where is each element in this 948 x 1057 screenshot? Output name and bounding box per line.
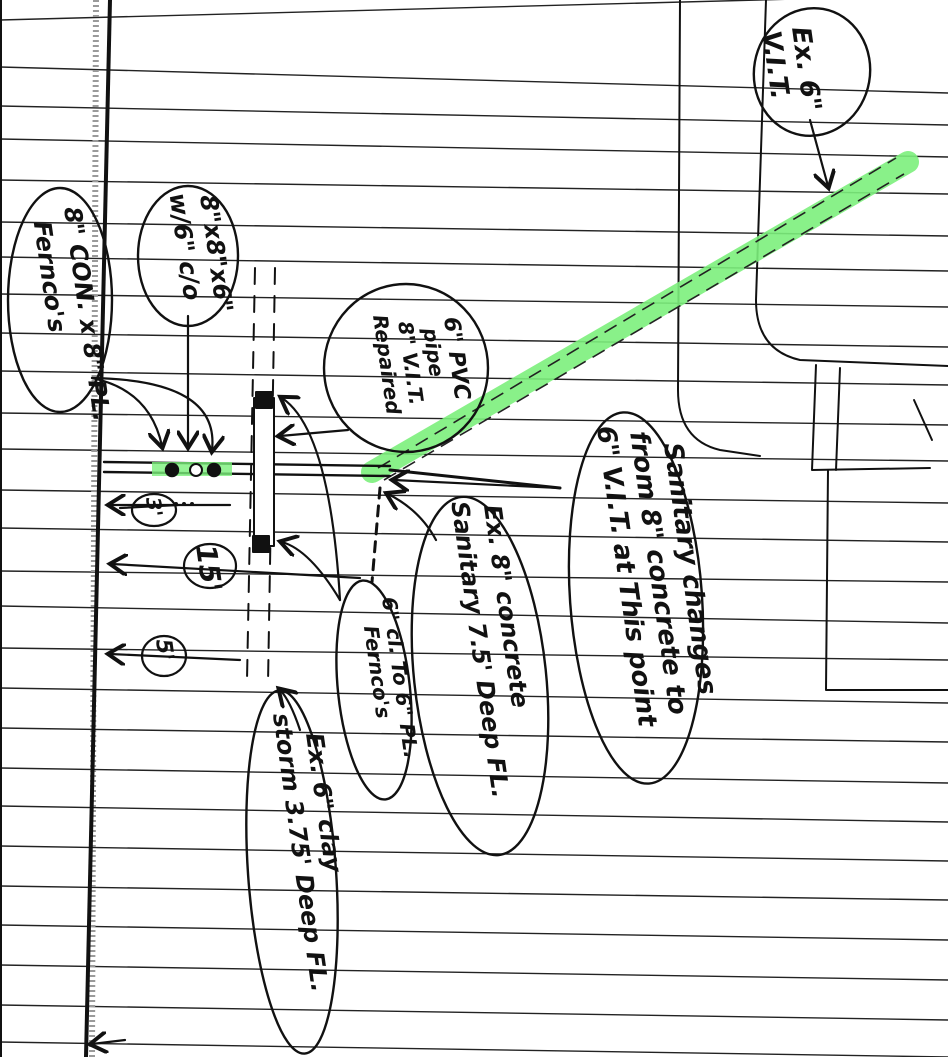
margin-lines (0, 0, 112, 1057)
dimension-3: 3' (130, 492, 178, 528)
note-pvc-repaired: 6" PVC pipe 8" V.I.T. Repaired (322, 282, 490, 454)
dimension-15: 15' (182, 542, 238, 594)
dim-3-label: 3' (141, 495, 168, 518)
note-ex-8-concrete: Ex. 8" concrete Sanitary 7.5' Deep FL. (410, 495, 550, 857)
dim-5-label: 5' (150, 637, 178, 662)
note-sanitary-changes: Sanitary changes from 8" concrete to 6" … (567, 411, 722, 785)
note-ex-6-vit: Ex. 6" V.I.T. (752, 6, 872, 138)
sanitary-highlight (361, 151, 919, 483)
storm-pipe (246, 267, 382, 685)
main-sewer-line (102, 460, 562, 490)
dimension-5: 5' (140, 634, 188, 678)
dim-15-label: 15' (189, 542, 228, 594)
dim-dots (174, 502, 194, 506)
note-cl-to-pl: 6" cl. To 6" PL. Fernco's (335, 579, 423, 801)
building-outline (677, 0, 948, 691)
note-wye-8x8x6: 8"x8"x6" w/6" c/o (136, 184, 240, 328)
note-ex-6-clay-storm: Ex. 6" clay storm 3.75' Deep FL. (245, 689, 348, 1055)
